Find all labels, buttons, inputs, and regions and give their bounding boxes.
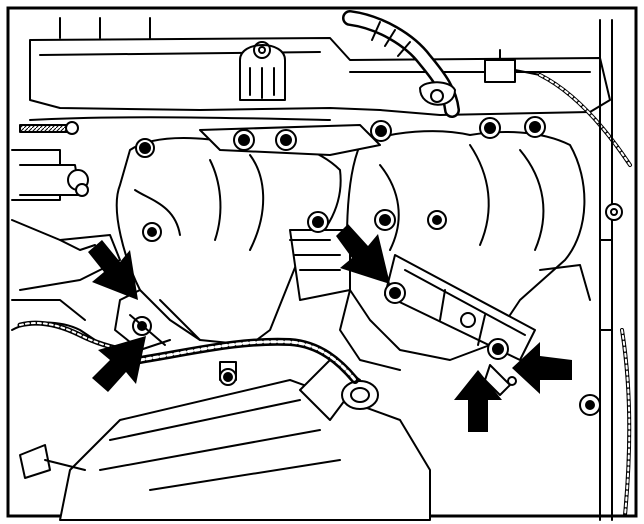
callout-arrow-icon xyxy=(92,336,146,392)
engine-cover xyxy=(19,17,611,133)
detail-line xyxy=(59,239,96,251)
detail-line xyxy=(539,264,591,301)
sensor-connector xyxy=(484,49,632,167)
callout-arrow-icon xyxy=(88,240,138,300)
left-engine-parts xyxy=(11,121,121,341)
manifold-bolts xyxy=(135,116,546,242)
bottom-left-bolt xyxy=(19,444,86,479)
left-flange-bolts xyxy=(129,314,237,386)
lower-right-bolt xyxy=(579,394,601,416)
callout-arrow-icon xyxy=(512,342,572,394)
callout-arrow-icon xyxy=(336,224,390,284)
top-hose xyxy=(342,10,460,118)
catalytic-converter xyxy=(59,359,431,521)
callout-arrow-icon xyxy=(454,370,502,432)
heat-shield-bracket xyxy=(384,254,536,396)
right-frame xyxy=(599,19,632,521)
